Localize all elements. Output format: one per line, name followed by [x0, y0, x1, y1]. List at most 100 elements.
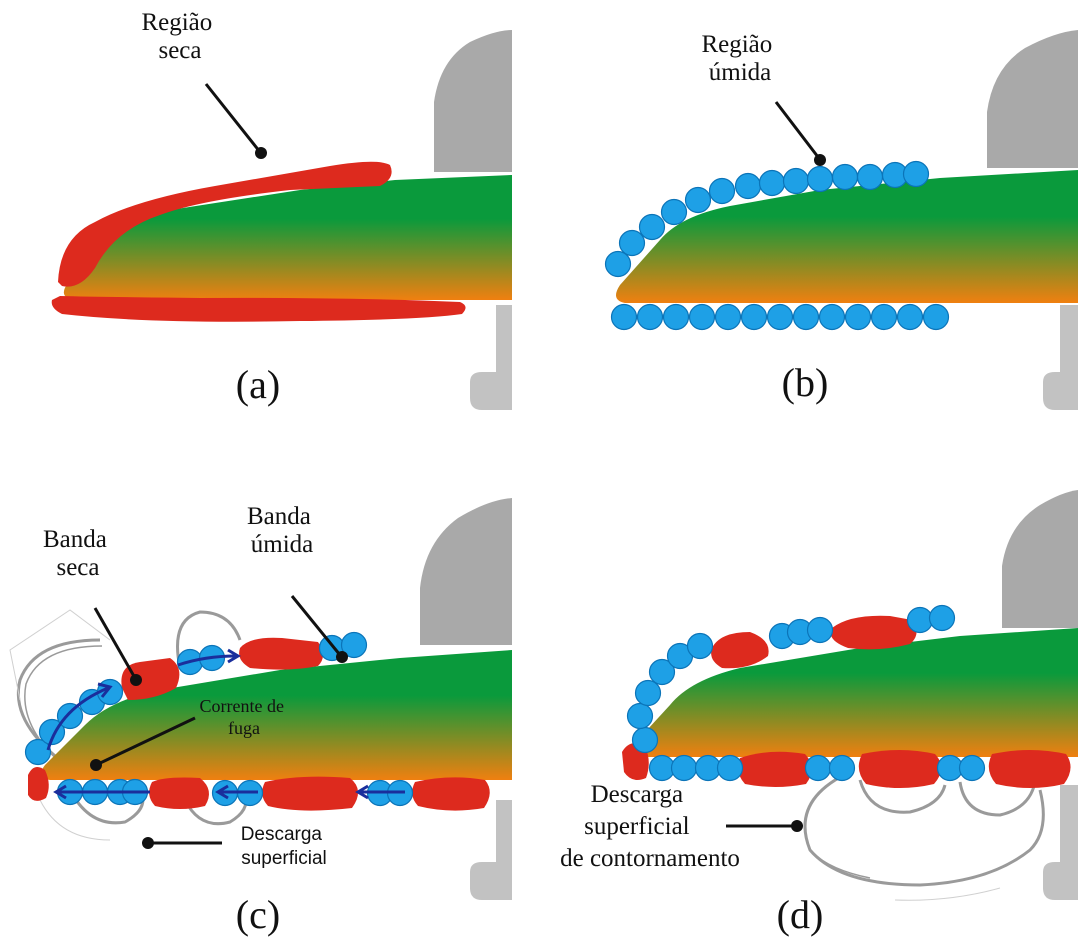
droplet-icon: [856, 163, 884, 191]
droplet-icon: [648, 754, 676, 782]
wet-band-top: [604, 160, 930, 278]
label-banda-seca-2: seca: [56, 554, 99, 581]
panel-d: Descarga superficial de contornamento (d…: [560, 490, 1078, 937]
panel-a: Região seca (a): [51, 9, 512, 410]
droplet-icon: [804, 754, 832, 782]
leader-dot-icon: [791, 820, 803, 832]
insulator-support: [1043, 305, 1078, 410]
droplet-icon: [670, 754, 698, 782]
leader-line: [774, 101, 820, 158]
leader-line: [204, 83, 262, 153]
leader-line: [93, 607, 137, 679]
droplet-icon: [694, 754, 722, 782]
dry-band: [262, 776, 359, 811]
dry-band: [711, 632, 769, 669]
droplet-icon: [716, 754, 744, 782]
svg-text:Descarga superficial: Descarga superficial: [241, 824, 328, 869]
droplet-icon: [818, 303, 846, 331]
droplet-icon: [740, 303, 768, 331]
leader-line: [95, 716, 196, 767]
droplet-icon: [922, 303, 950, 331]
leader-dot-icon: [336, 651, 348, 663]
droplet-icon: [56, 702, 84, 730]
panel-b: Região úmida (b): [604, 30, 1078, 410]
label-descarga-contornamento-1: Descarga: [591, 781, 684, 808]
dry-band: [149, 777, 209, 809]
leader-dot-icon: [142, 837, 154, 849]
label-corrente-de-fuga-2: fuga: [228, 718, 260, 738]
droplet-icon: [782, 167, 810, 195]
leader-dot-icon: [90, 759, 102, 771]
droplet-icon: [648, 658, 676, 686]
label-descarga-superficial-2: superficial: [241, 848, 327, 869]
label-descarga-contornamento-3: de contornamento: [560, 845, 740, 872]
discharge-arc-icon: [803, 770, 1045, 901]
leader-dot-icon: [255, 147, 267, 159]
droplet-icon: [714, 303, 742, 331]
wet-band-bottom: [610, 303, 950, 331]
dry-band: [858, 750, 942, 788]
insulator-shed: [616, 170, 1078, 303]
droplet-icon: [766, 303, 794, 331]
caption-d: (d): [777, 892, 824, 937]
droplet-icon: [806, 165, 834, 193]
insulator-shed: [63, 175, 512, 300]
insulator-housing: [420, 498, 512, 645]
label-regiao-umida-1: Região: [701, 31, 772, 58]
droplet-icon: [686, 632, 714, 660]
droplet-icon: [792, 303, 820, 331]
insulator-support: [470, 800, 512, 900]
droplet-icon: [936, 754, 964, 782]
leader-dot-icon: [814, 154, 826, 166]
droplet-icon: [626, 702, 654, 730]
panel-c: Banda seca Banda úmida Corrente de fuga …: [9, 498, 512, 937]
svg-text:Corrente de fuga: Corrente de fuga: [200, 696, 289, 738]
label-regiao-seca-1: Região: [141, 9, 212, 36]
label-descarga-contornamento-2: superficial: [584, 813, 690, 840]
svg-text:Banda seca: Banda seca: [43, 526, 113, 581]
caption-b: (b): [782, 360, 829, 405]
dry-band: [830, 615, 917, 650]
droplet-icon: [638, 213, 666, 241]
dry-band: [737, 751, 812, 787]
label-banda-umida-1: Banda: [247, 503, 311, 530]
droplet-icon: [604, 250, 632, 278]
svg-text:Descarga superficial: Descarga superficial de contornamento: [560, 781, 740, 872]
droplet-icon: [618, 229, 646, 257]
leader-line: [290, 595, 342, 656]
droplet-icon: [631, 726, 659, 754]
droplet-icon: [958, 754, 986, 782]
insulator-support: [470, 305, 512, 410]
droplet-icon: [636, 303, 664, 331]
label-banda-umida-2: úmida: [251, 531, 314, 558]
droplet-icon: [806, 616, 834, 644]
dry-band: [51, 296, 466, 322]
insulator-housing: [987, 30, 1078, 168]
droplet-icon: [870, 303, 898, 331]
caption-c: (c): [236, 892, 280, 937]
dry-band: [239, 637, 323, 670]
droplet-icon: [831, 163, 859, 191]
droplet-icon: [906, 606, 934, 634]
droplet-icon: [610, 303, 638, 331]
droplet-icon: [758, 169, 786, 197]
dry-band: [58, 161, 392, 287]
insulator-shed: [632, 628, 1078, 757]
droplet-icon: [896, 303, 924, 331]
insulator-shed: [41, 650, 512, 780]
label-regiao-seca-2: seca: [158, 37, 201, 64]
droplet-icon: [902, 160, 930, 188]
leader-dot-icon: [130, 674, 142, 686]
label-banda-seca-1: Banda: [43, 526, 107, 553]
droplet-icon: [684, 186, 712, 214]
droplet-icon: [734, 172, 762, 200]
droplet-icon: [24, 738, 52, 766]
droplet-icon: [662, 303, 690, 331]
dry-band: [121, 658, 180, 700]
insulator-housing: [434, 30, 512, 172]
dry-band: [28, 766, 49, 801]
insulator-housing: [1002, 490, 1078, 628]
label-regiao-umida-2: úmida: [709, 59, 772, 86]
dry-band: [988, 750, 1071, 788]
